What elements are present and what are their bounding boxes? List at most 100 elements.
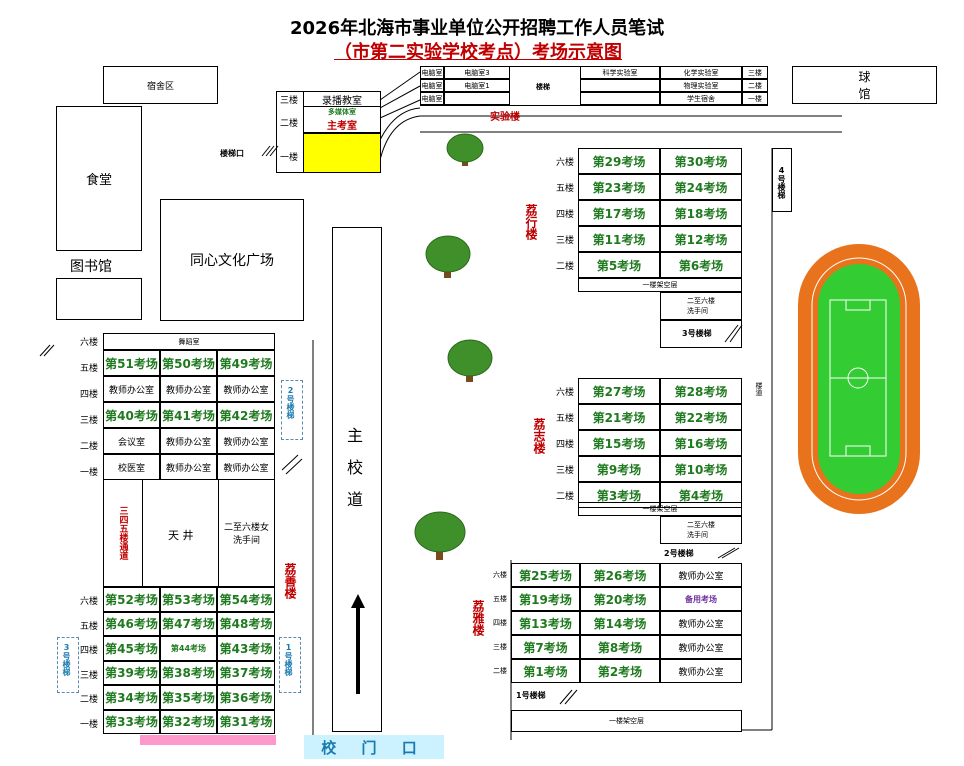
left-top-floor-label-text: 二楼	[80, 442, 99, 452]
left-bottom-floor-label: 五楼	[80, 619, 98, 632]
physics-lab: 物理实验室	[660, 79, 742, 92]
dorm-label: 宿舍区	[146, 81, 174, 92]
left-bottom-floor-label-text: 六楼	[80, 597, 99, 607]
lizhi-room-text: 第3考场	[596, 488, 642, 503]
exam-center-floor-1: 一楼	[280, 153, 299, 163]
left-top-room: 第51考场	[103, 350, 160, 376]
lixing-room-text: 第6考场	[678, 258, 724, 273]
chemistry-lab: 化学实验室	[660, 66, 742, 79]
lixing-floor-label-text: 五楼	[556, 184, 575, 194]
left-stair-1	[279, 637, 301, 693]
left-bottom-room-text: 第34考场	[105, 690, 158, 705]
left-top-room: 第42考场	[217, 402, 275, 428]
liya-room-text: 第19考场	[519, 592, 572, 607]
lizhi-room-text: 第27考场	[592, 384, 646, 399]
liya-room-text: 第20考场	[593, 592, 647, 607]
lixing-floor-label: 三楼	[556, 233, 574, 246]
library-label: 图书馆	[70, 259, 112, 275]
liya-floor-label-text: 六楼	[493, 571, 507, 579]
left-bottom-floor-label-text: 四楼	[80, 646, 99, 656]
left-bottom-room-text: 第32考场	[162, 715, 215, 730]
main-road	[332, 227, 382, 732]
left-top-room: 教师办公室	[217, 376, 275, 402]
left-top-floor-label: 五楼	[80, 361, 98, 374]
liya-room: 备用考场	[660, 587, 742, 611]
stair-2-label: 2号楼梯	[664, 549, 694, 558]
left-bottom-room: 第39考场	[103, 660, 160, 685]
liya-room: 教师办公室	[660, 659, 742, 683]
liya-room: 第8考场	[580, 635, 660, 659]
left-top-room: 第50考场	[160, 350, 217, 376]
left-top-room: 校医室	[103, 454, 160, 480]
left-top-room-text: 第50考场	[162, 356, 215, 371]
gym: 球馆	[792, 66, 937, 104]
tree-icon	[447, 339, 493, 382]
left-top-room-text: 教师办公室	[223, 385, 269, 396]
liya-room: 教师办公室	[660, 563, 742, 587]
left-bottom-room: 第33考场	[103, 709, 160, 734]
lixing-room: 第24考场	[660, 174, 742, 200]
left-top-room-text: 会议室	[117, 437, 145, 448]
corridor: 三四五楼通道	[103, 479, 143, 587]
left-top-room: 教师办公室	[160, 454, 217, 480]
liya-room: 第7考场	[511, 635, 580, 659]
liya-room-text: 第25考场	[519, 568, 572, 583]
liya-room-text: 教师办公室	[678, 619, 724, 630]
lixing-room: 第6考场	[660, 252, 742, 278]
left-bottom-room: 第53考场	[160, 587, 217, 612]
lixing-room: 第18考场	[660, 200, 742, 226]
left-bottom-room: 第47考场	[160, 611, 217, 636]
lizhi-floor-label-text: 三楼	[556, 466, 575, 476]
lixing-floor-label: 二楼	[556, 259, 574, 272]
lizhi-building-label: 荔志楼	[532, 418, 546, 454]
lixing-washroom: 二至六楼 洗手间	[660, 292, 742, 320]
lizhi-floor-label: 四楼	[556, 437, 574, 450]
left-bottom-room: 第46考场	[103, 611, 160, 636]
exam-center-floor-3: 三楼	[280, 96, 299, 106]
patio-label: 天 井	[168, 529, 194, 542]
library	[56, 278, 142, 320]
left-top-floor-label: 六楼	[80, 335, 98, 348]
left-bottom-floor-label: 一楼	[80, 717, 98, 730]
left-bottom-room: 第45考场	[103, 636, 160, 661]
left-top-room-text: 教师办公室	[165, 385, 211, 396]
lixing-floor-label-text: 三楼	[556, 236, 575, 246]
lixing-floor-label-text: 四楼	[556, 210, 575, 220]
left-top-room: 第41考场	[160, 402, 217, 428]
liya-room: 第26考场	[580, 563, 660, 587]
left-top-floor-label-text: 一楼	[80, 468, 99, 478]
lab-row3-a	[580, 92, 660, 105]
left-top-room-text: 教师办公室	[223, 463, 269, 474]
liya-floor-label: 三楼	[493, 642, 507, 652]
liya-floor-label-text: 四楼	[493, 619, 507, 627]
road-label: 楼道	[755, 382, 763, 396]
main-exam-office: 多媒体室 主考室	[303, 106, 381, 133]
plaza-label: 同心文化广场	[190, 253, 274, 269]
lixing-room-text: 第23考场	[592, 180, 646, 195]
left-top-room-text: 第42考场	[219, 408, 273, 423]
lixing-floor-label-text: 六楼	[556, 158, 575, 168]
gate-label: 校 门 口	[321, 738, 427, 757]
left-bottom-room-text: 第37考场	[219, 666, 273, 681]
liya-floor-label: 四楼	[493, 618, 507, 628]
liya-room-text: 第26考场	[593, 568, 647, 583]
left-top-room-text: 教师办公室	[165, 463, 211, 474]
left-top-floor-label: 四楼	[80, 387, 98, 400]
left-top-room-text: 第41考场	[162, 408, 215, 423]
liya-room-text: 第7考场	[523, 640, 568, 655]
left-bottom-room: 第35考场	[160, 685, 217, 710]
lixing-room-text: 第18考场	[674, 206, 728, 221]
left-bottom-room-text: 第31考场	[219, 715, 273, 730]
left-top-room: 教师办公室	[217, 454, 275, 480]
left-bottom-room-text: 第45考场	[105, 641, 158, 656]
lixing-room-text: 第24考场	[674, 180, 728, 195]
lixing-stair-3	[660, 320, 742, 348]
canteen: 食堂	[56, 106, 142, 251]
left-top-room: 会议室	[103, 428, 160, 454]
left-bottom-floor-label: 四楼	[80, 643, 98, 656]
lab-floor-1: 一楼	[742, 92, 768, 105]
lizhi-floor-label-text: 四楼	[556, 440, 575, 450]
